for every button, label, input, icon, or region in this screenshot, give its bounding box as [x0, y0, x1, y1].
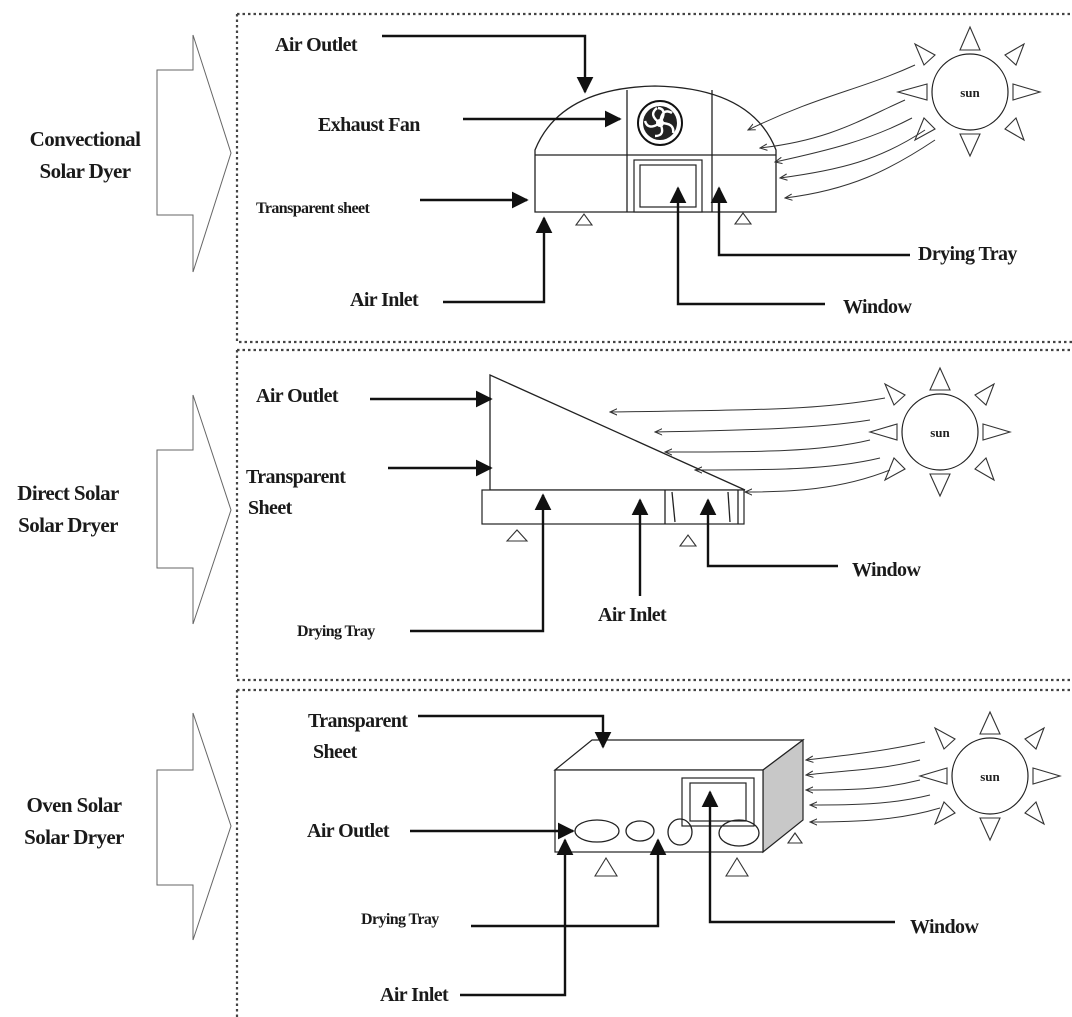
air-inlet-label: Air Inlet	[598, 604, 667, 626]
side-label-2-line2: Solar Dryer	[18, 513, 118, 537]
direct-dryer	[481, 373, 746, 547]
side-label-1-line1: Convectional	[30, 127, 141, 151]
window-label: Window	[910, 916, 979, 938]
air-outlet-label: Air Outlet	[275, 34, 358, 56]
sun-icon: sun	[895, 25, 1042, 158]
sun-rays-1	[748, 64, 936, 198]
drying-tray-label: Drying Tray	[361, 911, 439, 928]
panel-frames	[235, 12, 1072, 1017]
side-label-3-line1: Oven Solar	[27, 793, 122, 817]
side-label-1-line2: Solar Dyer	[39, 159, 130, 183]
svg-text:sun: sun	[960, 85, 980, 100]
transparent-sheet-label-line1: Transparent	[246, 466, 346, 488]
side-label-3-line2: Solar Dryer	[24, 825, 124, 849]
transparent-sheet-label-line1: Transparent	[308, 710, 408, 732]
drying-tray-label: Drying Tray	[918, 243, 1017, 265]
air-inlet-label: Air Inlet	[380, 984, 449, 1006]
svg-text:sun: sun	[980, 769, 1000, 784]
convectional-dryer	[534, 85, 777, 226]
sun-icon: sun	[868, 366, 1012, 498]
sun-rays-3	[806, 741, 941, 822]
transparent-sheet-label-line2: Sheet	[248, 497, 293, 519]
sun-icon: sun	[918, 710, 1062, 842]
air-outlet-label: Air Outlet	[307, 820, 390, 842]
exhaust-fan-label: Exhaust Fan	[318, 114, 420, 136]
sun-rays-2	[610, 397, 891, 492]
air-outlet-label: Air Outlet	[256, 385, 339, 407]
drying-tray-label: Drying Tray	[297, 623, 375, 640]
window-label: Window	[843, 296, 912, 318]
side-label-2-line1: Direct Solar	[17, 481, 119, 505]
transparent-sheet-label: Transparent sheet	[256, 200, 370, 217]
air-inlet-label: Air Inlet	[350, 289, 419, 311]
window-label: Window	[852, 559, 921, 581]
side-arrow-2	[156, 394, 232, 625]
side-arrow-1	[156, 34, 232, 273]
transparent-sheet-label-line2: Sheet	[313, 741, 358, 763]
side-arrow-3	[156, 712, 232, 941]
exhaust-fan-icon	[637, 100, 683, 146]
svg-text:sun: sun	[930, 425, 950, 440]
oven-dryer	[553, 738, 805, 877]
